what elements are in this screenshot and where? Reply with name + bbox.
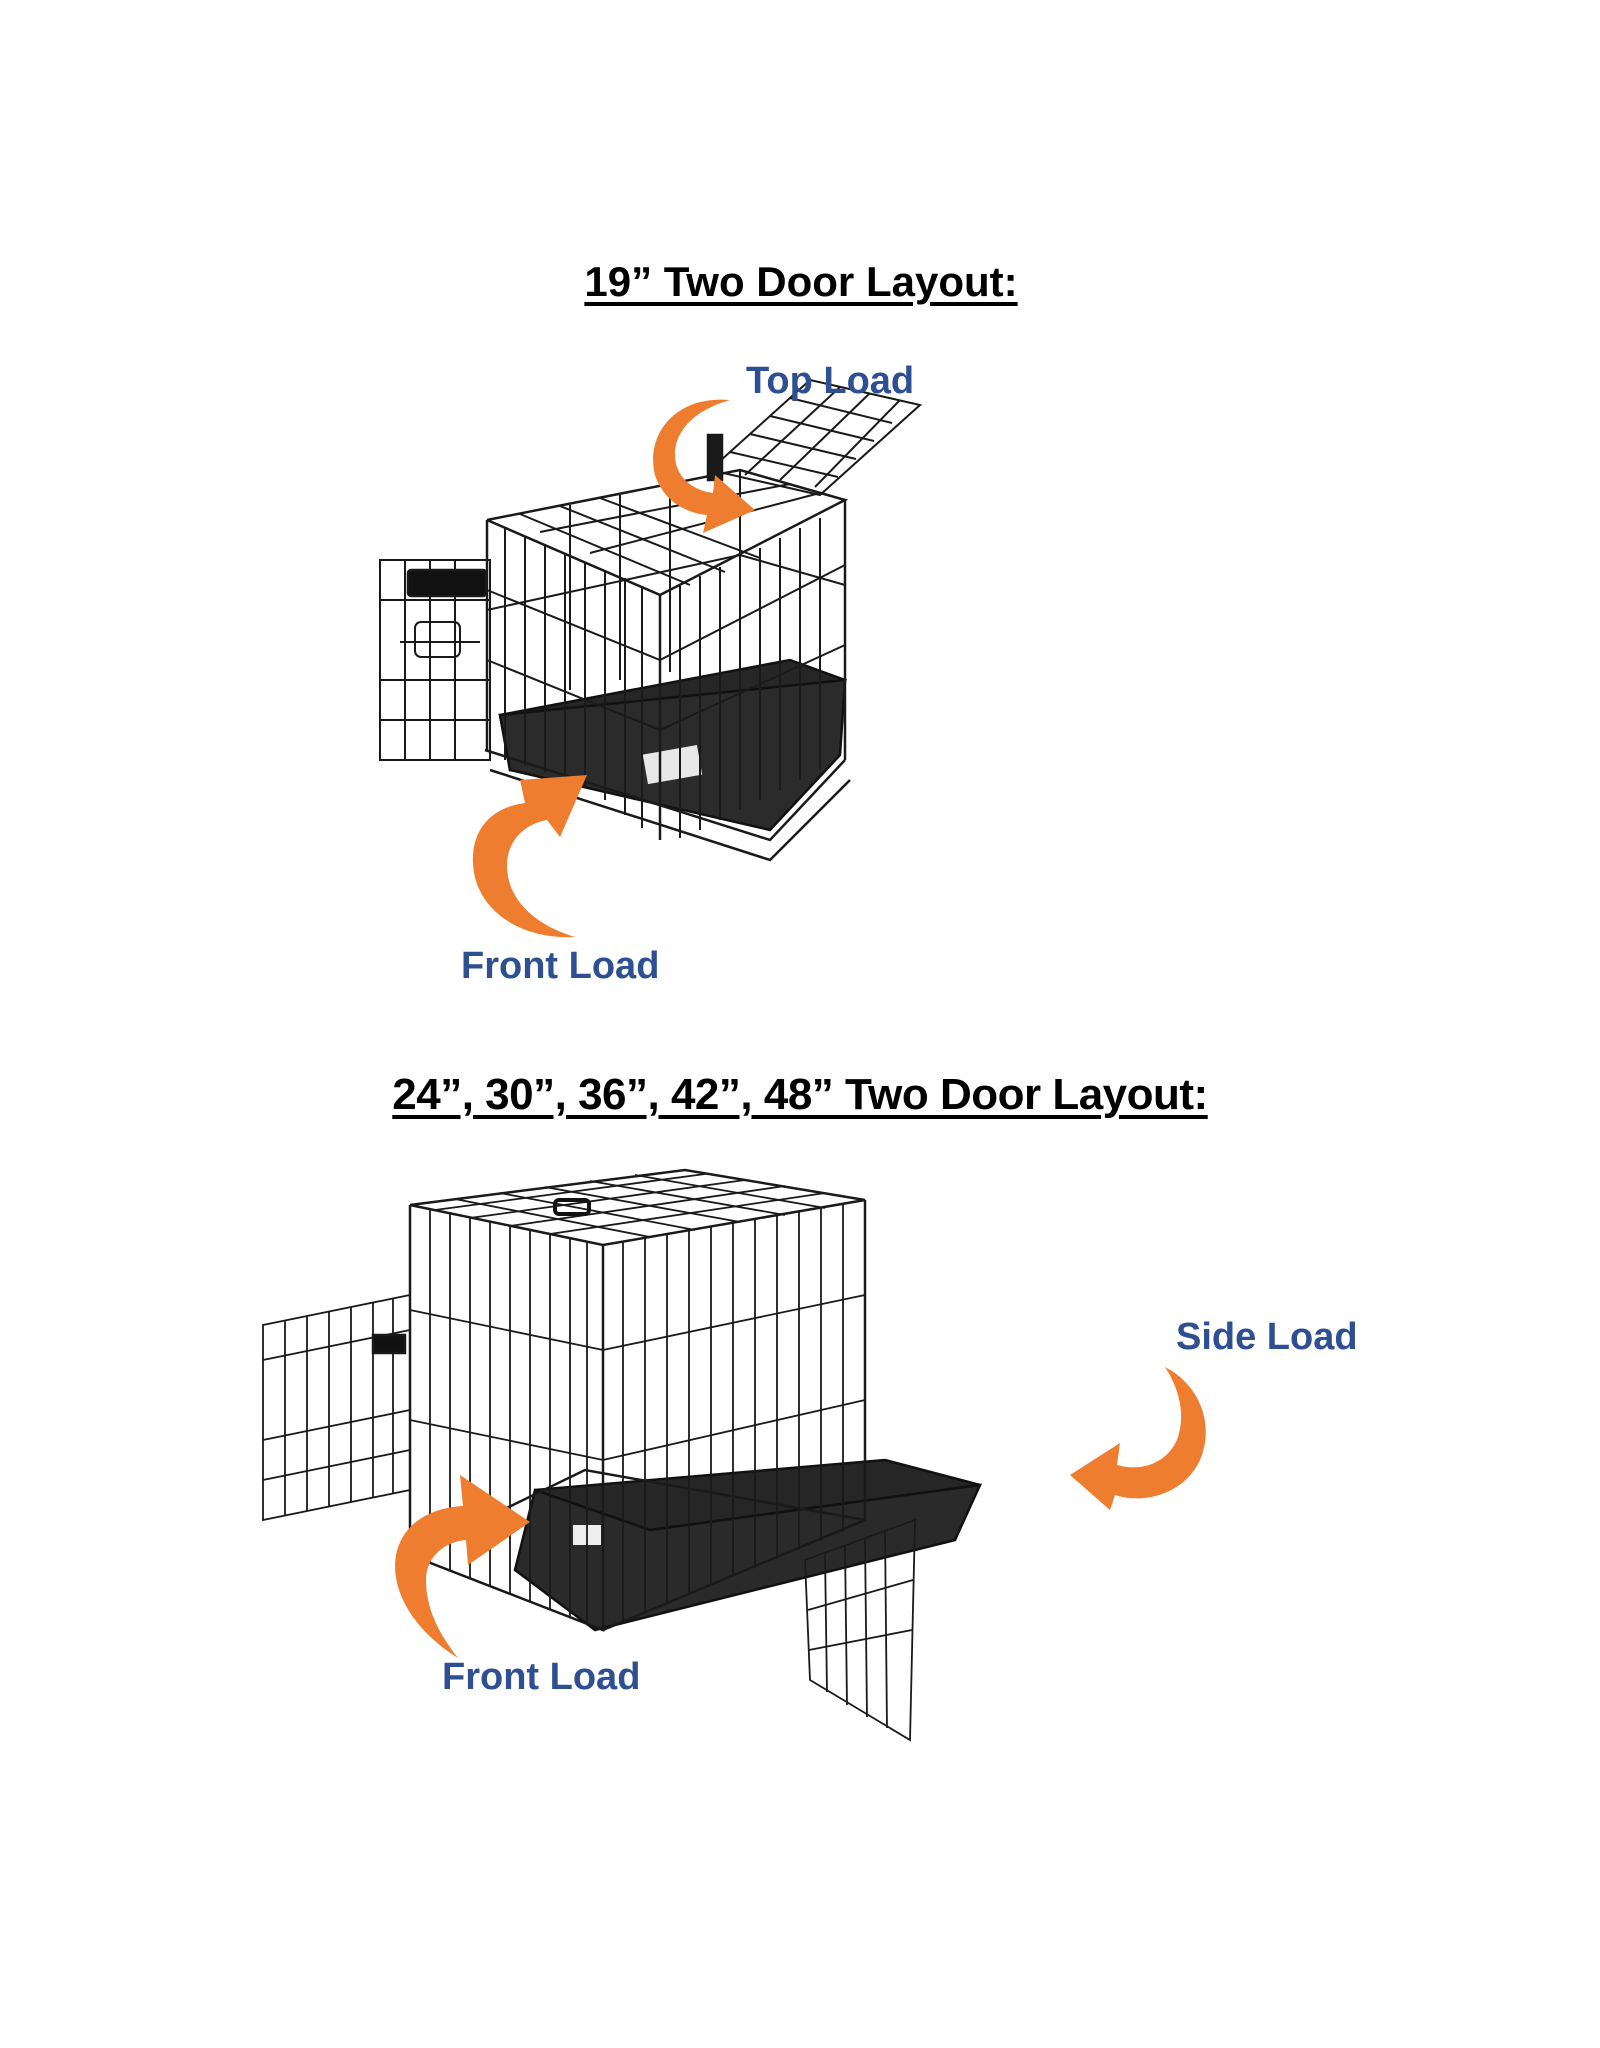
curved-arrow-icon bbox=[1070, 1367, 1206, 1510]
side-load-arrow bbox=[1070, 1365, 1220, 1510]
curved-arrow-icon bbox=[395, 1475, 530, 1658]
wire-crate-large-illustration bbox=[262, 1168, 983, 1742]
crate-large-figure bbox=[255, 1160, 1155, 1750]
top-load-label: Top Load bbox=[746, 360, 915, 402]
front-load-label-large: Front Load bbox=[442, 1656, 641, 1698]
section-1-title: 19” Two Door Layout: bbox=[584, 258, 1018, 305]
top-load-arrow bbox=[645, 395, 765, 535]
curved-arrow-icon bbox=[472, 775, 587, 938]
curved-arrow-icon bbox=[653, 399, 755, 533]
crate-19in-figure bbox=[370, 360, 1150, 1000]
side-load-label: Side Load bbox=[1176, 1316, 1358, 1358]
wire-crate-19in-illustration bbox=[379, 378, 923, 862]
front-load-arrow-large bbox=[388, 1470, 533, 1660]
front-load-arrow-19in bbox=[465, 765, 595, 940]
front-load-label-19in: Front Load bbox=[461, 945, 660, 987]
section-2-title: 24”, 30”, 36”, 42”, 48” Two Door Layout: bbox=[392, 1070, 1208, 1119]
